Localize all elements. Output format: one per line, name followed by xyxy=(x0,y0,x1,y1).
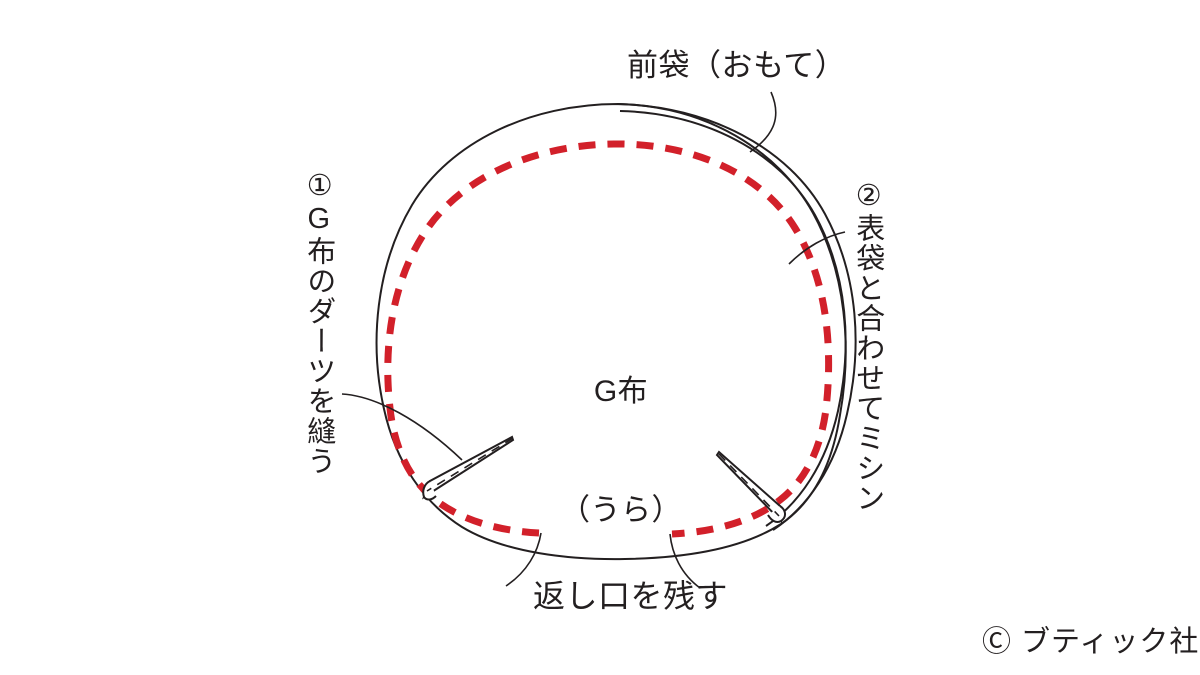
dart-right-centerline xyxy=(718,453,780,517)
label-g-fabric-wrong-side: G布 （うら） xyxy=(560,292,682,611)
bag-body-outline xyxy=(375,102,847,561)
red-stitch-line xyxy=(384,140,833,538)
leader-line-step2 xyxy=(788,231,846,265)
leader-line-step1 xyxy=(341,393,463,461)
leader-line-opening-left xyxy=(505,532,542,587)
leader-line-top-label xyxy=(749,91,777,153)
label-g-fabric-line1: G布 xyxy=(593,374,649,408)
label-front-bag-outside: 前袋（おもて） xyxy=(627,48,847,83)
label-step2-machine-sew-with-outer-bag: ②表袋と合わせてミシン xyxy=(851,178,884,513)
label-g-fabric-line2: （うら） xyxy=(560,494,682,528)
leader-line-opening-right xyxy=(669,533,701,589)
bag-outer-edge-right-2 xyxy=(617,103,857,531)
label-leave-turning-opening: 返し口を残す xyxy=(533,578,729,614)
dart-left-centerline xyxy=(426,437,514,492)
dart-right xyxy=(715,450,783,524)
label-step1-sew-darts: ①G布のダーツを縫う xyxy=(302,168,335,476)
dart-left xyxy=(422,435,515,500)
copyright-notice: Ⓒ ブティック社 xyxy=(982,626,1200,658)
